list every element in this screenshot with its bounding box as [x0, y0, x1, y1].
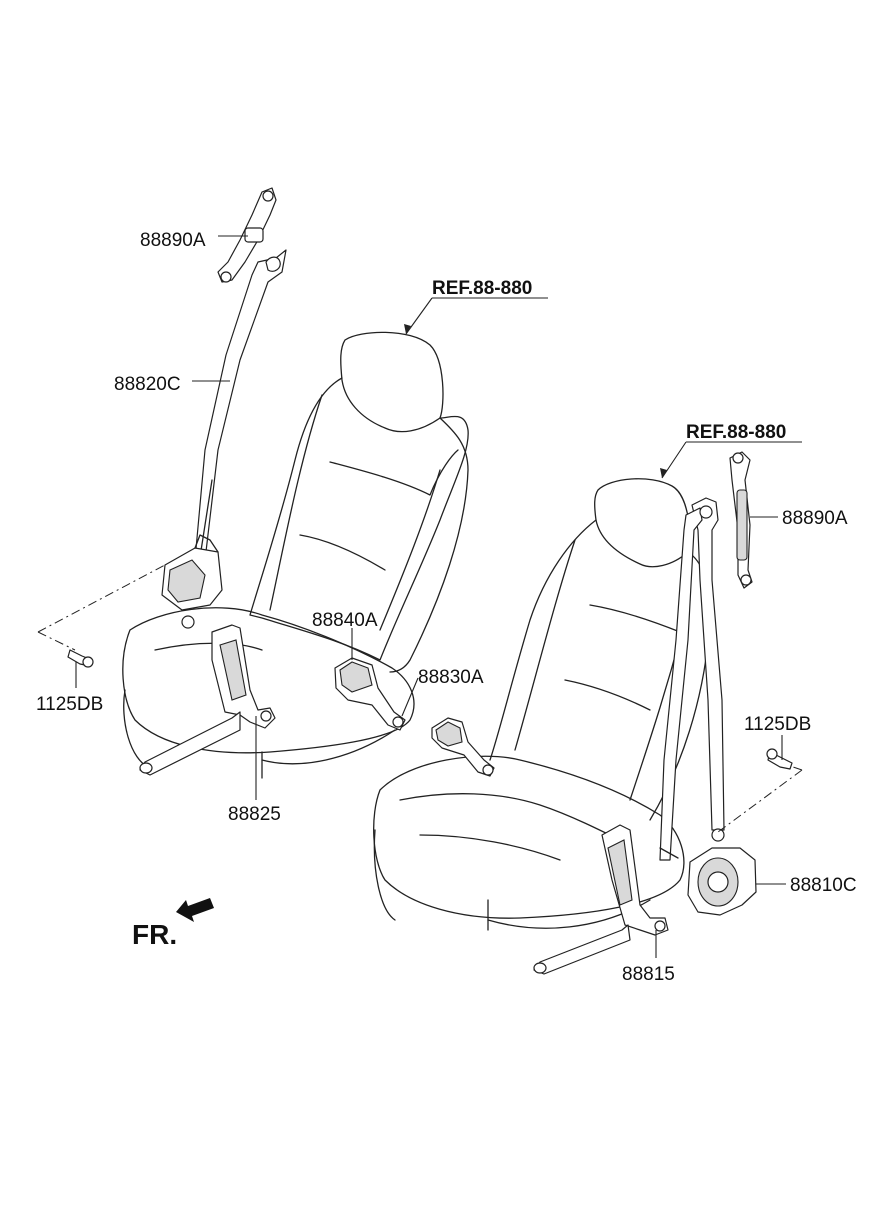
ref-label-left: REF.88-880 — [432, 278, 532, 299]
left-center-buckle — [334, 657, 406, 731]
right-bolt — [766, 748, 793, 770]
front-arrow-icon — [176, 898, 214, 922]
label-88810C: 88810C — [790, 875, 857, 896]
label-88815: 88815 — [622, 964, 675, 985]
label-88820C: 88820C — [114, 374, 181, 395]
leader-lines — [75, 235, 802, 958]
right-mounting-line — [717, 769, 803, 833]
left-mounting-line — [37, 564, 166, 633]
label-88840A: 88840A — [312, 610, 378, 631]
left-seat — [122, 331, 469, 779]
right-belt-webbing — [659, 497, 725, 861]
right-height-adjuster — [729, 451, 753, 589]
left-retractor — [161, 534, 223, 629]
right-center-buckle — [431, 717, 495, 777]
label-1125DB-right: 1125DB — [744, 714, 811, 735]
left-height-adjuster — [217, 187, 277, 283]
left-buckle-stalk — [139, 624, 276, 776]
right-retractor — [687, 828, 757, 916]
right-buckle-stalk — [533, 824, 669, 975]
left-bolt — [67, 649, 94, 668]
ref-label-right: REF.88-880 — [686, 422, 786, 443]
label-1125DB-left: 1125DB — [36, 694, 103, 715]
front-direction-label: FR. — [132, 919, 177, 950]
label-88890A-right: 88890A — [782, 508, 848, 529]
label-88890A-left: 88890A — [140, 230, 206, 251]
left-belt-webbing — [194, 249, 287, 571]
right-seat — [373, 478, 711, 931]
label-88830A: 88830A — [418, 667, 484, 688]
label-88825: 88825 — [228, 804, 281, 825]
